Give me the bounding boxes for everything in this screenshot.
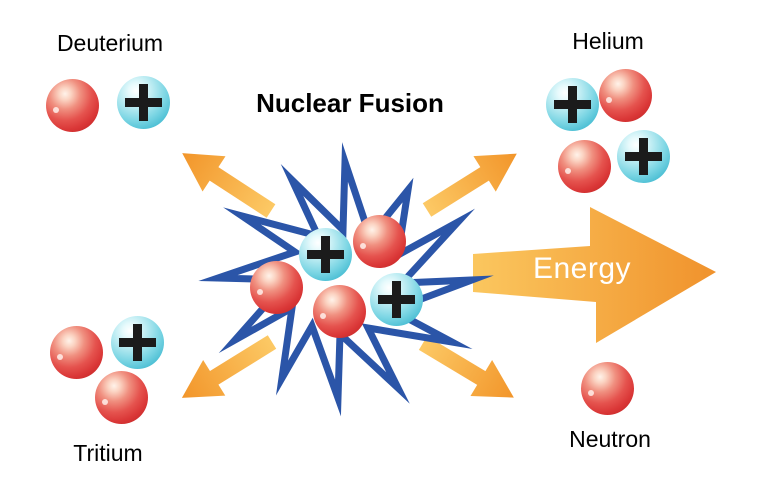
tritium-label: Tritium — [73, 440, 143, 466]
burst-icon — [198, 142, 494, 417]
neutron-particle — [353, 215, 406, 268]
neutron-particle — [250, 261, 303, 314]
neutron-particle — [581, 362, 634, 415]
diagram-title: Nuclear Fusion — [256, 88, 444, 118]
neutron-particle — [50, 326, 103, 379]
neutron-particle — [46, 79, 99, 132]
arrow-down-right-icon — [418, 336, 514, 398]
arrow-up-right-icon — [422, 153, 517, 217]
energy-label: Energy — [532, 252, 632, 285]
proton-particle — [111, 316, 164, 369]
plus-icon — [111, 316, 164, 369]
proton-particle — [546, 78, 599, 131]
neutron-label: Neutron — [569, 426, 651, 452]
proton-particle — [617, 130, 670, 183]
proton-particle — [117, 76, 170, 129]
energy-arrow-icon — [473, 207, 716, 343]
proton-particle — [299, 228, 352, 281]
neutron-particle — [599, 69, 652, 122]
deuterium-label: Deuterium — [56, 30, 164, 56]
neutron-particle — [313, 285, 366, 338]
plus-icon — [617, 130, 670, 183]
plus-icon — [370, 273, 423, 326]
neutron-particle — [95, 371, 148, 424]
helium-label: Helium — [572, 28, 644, 54]
plus-icon — [117, 76, 170, 129]
plus-icon — [299, 228, 352, 281]
arrow-up-left-icon — [182, 153, 276, 218]
proton-particle — [370, 273, 423, 326]
arrow-down-left-icon — [181, 335, 277, 398]
neutron-particle — [558, 140, 611, 193]
plus-icon — [546, 78, 599, 131]
